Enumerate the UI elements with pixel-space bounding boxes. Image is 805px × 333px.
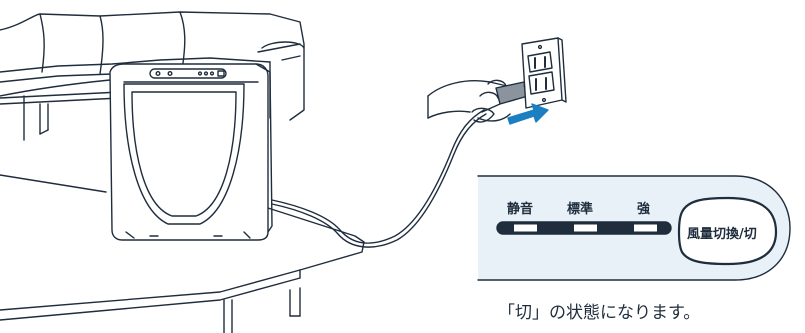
side-table-illustration — [0, 91, 121, 135]
fan-speed-off-button — [677, 196, 778, 266]
floor-table-illustration — [0, 174, 365, 333]
air-purifier-illustration — [109, 63, 273, 241]
wall-outlet-illustration — [521, 37, 567, 109]
fan-speed-off-button-label: 風量切換/切 — [687, 227, 757, 242]
power-cord-illustration — [271, 109, 487, 248]
control-panel-closeup — [477, 175, 791, 281]
insert-arrow-icon — [507, 103, 549, 125]
speed-label-strong: 強 — [637, 202, 651, 217]
speed-label-standard: 標準 — [567, 202, 594, 217]
speed-indicator-bar — [496, 221, 672, 235]
speed-label-quiet: 静音 — [507, 202, 534, 217]
caption: 「切」の状態になります。 — [498, 303, 701, 323]
hand-with-plug-illustration — [427, 79, 535, 123]
sofa-illustration — [0, 11, 305, 141]
